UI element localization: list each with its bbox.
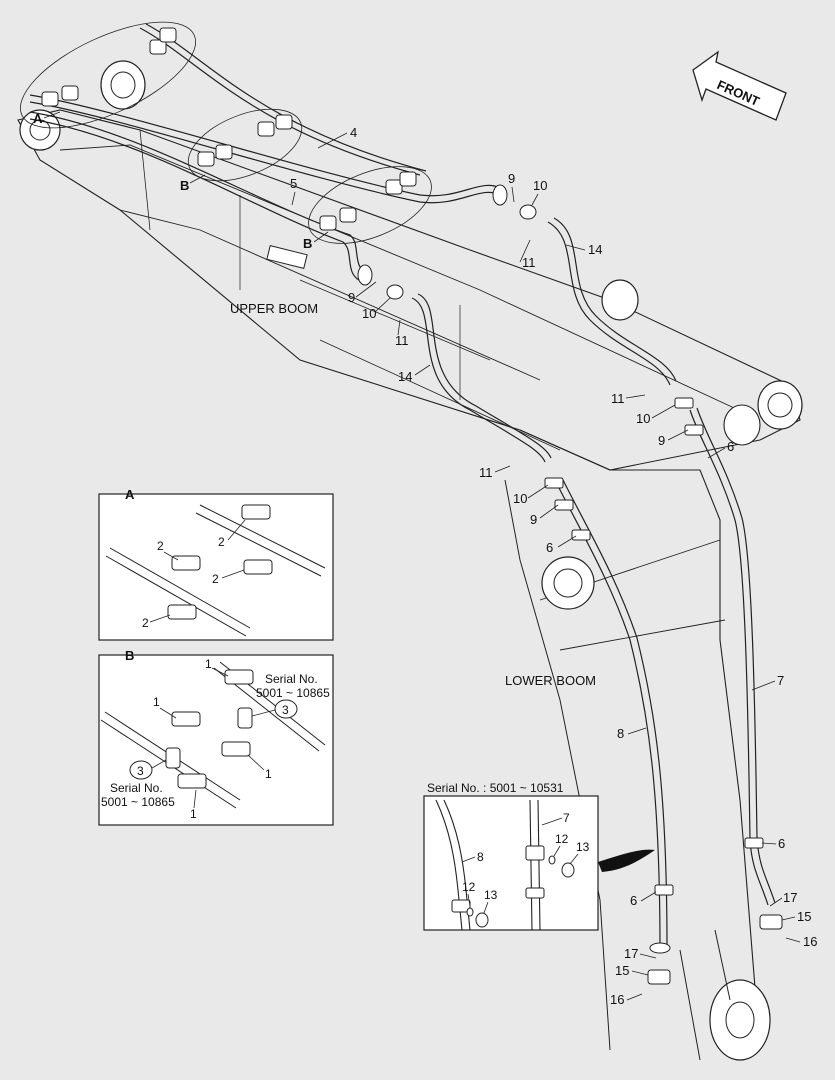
hose-14-right [492, 184, 677, 386]
callout-b2: B [303, 236, 312, 251]
callout-b1: B [180, 178, 189, 193]
detail-b-label-2: 1 [153, 695, 160, 709]
detail-a-label-2: 2 [157, 539, 164, 553]
callout-11b: 11 [395, 333, 409, 348]
upper-boom-label: UPPER BOOM [230, 301, 318, 316]
detail-b-label-4: 1 [190, 807, 197, 821]
detail-b-label-1: 1 [205, 657, 212, 671]
detail-b-label-3: 1 [265, 767, 272, 781]
pipe-7 [689, 407, 776, 906]
callout-10b: 10 [362, 306, 376, 321]
callout-14b: 14 [398, 369, 412, 384]
detail-a-label-1: 2 [218, 535, 225, 549]
callout-9b: 9 [348, 290, 355, 305]
detail-serial-12a: 12 [555, 832, 569, 846]
callout-8: 8 [617, 726, 624, 741]
callout-15b: 15 [615, 963, 629, 978]
pipe-8 [554, 477, 674, 954]
detail-serial-box: Serial No. : 5001 ~ 10531 7 8 12 13 12 1… [423, 781, 655, 931]
detail-b-serial-top-2: 5001 ~ 10865 [256, 686, 330, 700]
detail-a-label-4: 2 [142, 616, 149, 630]
callout-10c: 10 [636, 411, 650, 426]
detail-serial-title: Serial No. : 5001 ~ 10531 [427, 781, 564, 795]
callout-15a: 15 [797, 909, 811, 924]
callout-10a: 10 [533, 178, 547, 193]
detail-b-serial-bot-2: 5001 ~ 10865 [101, 795, 175, 809]
callout-17b: 17 [624, 946, 638, 961]
lower-boom-body [504, 429, 771, 1061]
detail-serial-13a: 13 [576, 840, 590, 854]
detail-serial-8: 8 [477, 850, 484, 864]
upper-boom-body [17, 60, 803, 471]
callout-11c: 11 [611, 391, 625, 406]
callout-6d: 6 [546, 540, 553, 555]
detail-b-serial-top-1: Serial No. [265, 672, 318, 686]
detail-a-title: A [125, 487, 135, 502]
detail-markers [20, 21, 432, 244]
callout-6f: 6 [630, 893, 637, 908]
detail-serial-12b: 12 [462, 880, 476, 894]
pipe-clamps [41, 27, 417, 231]
callout-6e: 6 [778, 836, 785, 851]
detail-serial-13b: 13 [484, 888, 498, 902]
callout-11a: 11 [522, 255, 536, 270]
callout-17a: 17 [783, 890, 797, 905]
callout-9d: 9 [530, 512, 537, 527]
callout-5: 5 [290, 176, 297, 191]
lower-boom-label: LOWER BOOM [505, 673, 596, 688]
callout-16a: 16 [803, 934, 817, 949]
detail-a-label-3: 2 [212, 572, 219, 586]
fittings [544, 397, 783, 985]
detail-b-title: B [125, 648, 134, 663]
front-arrow-icon: FRONT [692, 50, 787, 121]
callout-4: 4 [350, 125, 357, 140]
detail-b-circle-bot: 3 [137, 764, 144, 778]
detail-b-box: B 1 1 1 1 Serial No. 5001 ~ 10865 3 3 Se… [98, 648, 334, 826]
hose-14-left [357, 264, 552, 463]
callout-9c: 9 [658, 433, 665, 448]
pipe-5 [29, 111, 371, 283]
callout-14a: 14 [588, 242, 602, 257]
detail-b-circle-top: 3 [282, 703, 289, 717]
callout-10d: 10 [513, 491, 527, 506]
detail-b-serial-bot-1: Serial No. [110, 781, 163, 795]
callout-11d: 11 [479, 465, 493, 480]
callout-9a: 9 [508, 171, 515, 186]
callouts: A B B 4 5 9 10 11 14 9 10 11 14 11 10 9 … [33, 111, 817, 1007]
callout-7: 7 [777, 673, 784, 688]
detail-serial-7: 7 [563, 811, 570, 825]
detail-a-box: A 2 2 2 2 [98, 487, 334, 641]
callout-6c: 6 [727, 439, 734, 454]
callout-a: A [33, 111, 43, 126]
callout-16b: 16 [610, 992, 624, 1007]
